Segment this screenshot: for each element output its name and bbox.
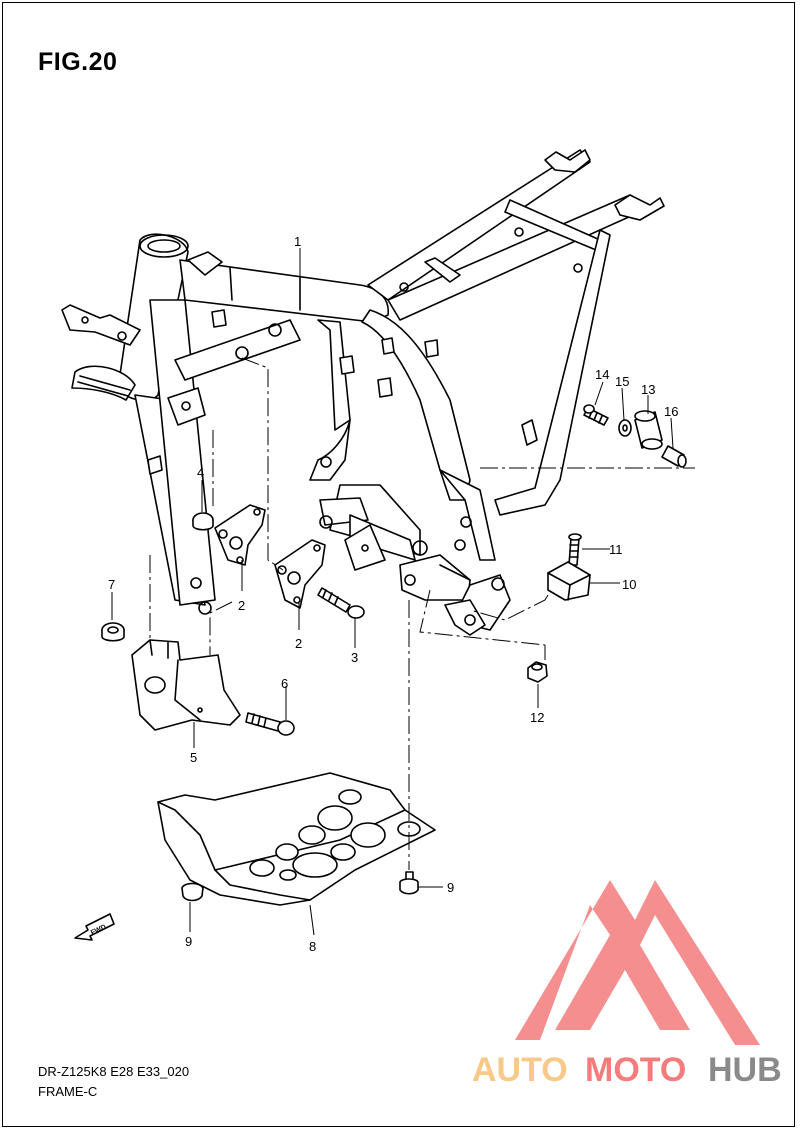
watermark-text: AUTO MOTO HUB [472, 1051, 782, 1089]
callout-5: 5 [190, 750, 197, 765]
washer-part-15 [618, 419, 632, 437]
spacer-part-13 [634, 410, 663, 450]
callout-9b: 9 [447, 880, 454, 895]
bolt-part-9-right [399, 871, 419, 895]
engine-mount-plate-right [274, 539, 326, 609]
leader-lines [111, 248, 674, 936]
model-code: DR-Z125K8 E28 E33_020 [38, 1064, 190, 1079]
callout-11: 11 [609, 542, 623, 557]
callout-12: 12 [530, 710, 544, 725]
callout-6: 6 [281, 676, 288, 691]
callout-8: 8 [309, 939, 316, 954]
callout-4: 4 [197, 465, 204, 480]
nut-part-12 [527, 661, 548, 683]
figure-title: FIG.20 [38, 48, 118, 76]
bracket-part-5 [131, 639, 241, 731]
nut-part-4 [192, 512, 214, 531]
callout-10: 10 [622, 577, 636, 592]
cushion-part-10 [547, 561, 591, 601]
bolt-part-9-left [181, 882, 204, 902]
bolt-part-14 [583, 404, 609, 426]
main-frame [61, 149, 665, 636]
bolt-part-6 [245, 712, 295, 736]
callout-14: 14 [595, 367, 609, 382]
callout-3: 3 [351, 650, 358, 665]
watermark-logo-icon [515, 880, 760, 1045]
skid-plate-part-8 [157, 772, 436, 906]
callout-2b: 2 [295, 636, 302, 651]
bolt-part-11 [568, 533, 582, 566]
engine-mount-plate-left [214, 504, 266, 566]
watermark-auto: AUTO [472, 1051, 568, 1089]
bolt-part-3 [317, 587, 365, 619]
callout-7: 7 [108, 577, 115, 592]
callout-1: 1 [294, 234, 301, 249]
callout-15: 15 [615, 374, 629, 389]
section-name: FRAME-C [38, 1084, 98, 1099]
callout-13: 13 [641, 382, 655, 397]
watermark-moto: MOTO [585, 1051, 686, 1089]
callout-2a: 2 [238, 598, 245, 613]
nut-part-7 [101, 622, 125, 642]
assembly-lines [149, 357, 695, 870]
callout-9a: 9 [185, 934, 192, 949]
watermark-hub: HUB [708, 1051, 782, 1089]
callout-16: 16 [664, 404, 678, 419]
collar-part-16 [661, 445, 687, 468]
fwd-arrow-icon [74, 913, 115, 941]
